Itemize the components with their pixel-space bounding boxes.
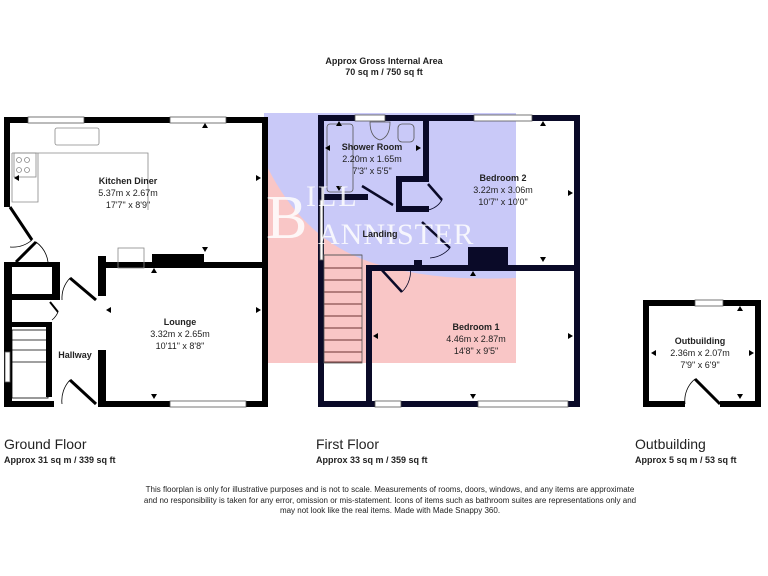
first-floor-doors	[361, 183, 451, 293]
ground-floor-plan	[4, 117, 268, 407]
room-metric: 3.32m x 2.65m	[150, 329, 210, 339]
floor-title: Outbuilding	[635, 436, 706, 452]
disclaimer-line-3: may not look like the real items. Made w…	[279, 506, 501, 515]
room-shower-room: Shower Room 2.20m x 1.65m 7'3" x 5'5"	[342, 142, 403, 176]
svg-text:B: B	[266, 184, 307, 252]
floor-title: First Floor	[316, 436, 379, 452]
room-lounge: Lounge 3.32m x 2.65m 10'11" x 8'8"	[150, 317, 210, 351]
room-name: Bedroom 1	[452, 322, 499, 332]
gross-internal-area: Approx Gross Internal Area 70 sq m / 750…	[0, 56, 768, 78]
outbuilding-caption: Outbuilding Approx 5 sq m / 53 sq ft	[635, 436, 737, 465]
room-imperial: 14'8" x 9'5"	[454, 346, 498, 356]
svg-text:ANNISTER: ANNISTER	[318, 218, 474, 251]
disclaimer-line-2: and no responsibility is taken for any e…	[143, 495, 637, 505]
outbuilding-fixtures	[651, 299, 754, 406]
room-imperial: 10'11" x 8'8"	[156, 341, 205, 351]
gia-total: 70 sq m / 750 sq ft	[345, 67, 423, 77]
svg-text:ILL: ILL	[306, 180, 359, 213]
room-bedroom-1: Bedroom 1 4.46m x 2.87m 14'8" x 9'5"	[446, 322, 506, 356]
room-imperial: 7'3" x 5'5"	[352, 166, 391, 176]
room-metric: 5.37m x 2.67m	[98, 188, 158, 198]
room-metric: 2.36m x 2.07m	[670, 348, 730, 358]
room-bedroom-2: Bedroom 2 3.22m x 3.06m 10'7" x 10'0"	[473, 173, 533, 207]
ground-floor-doors	[8, 206, 98, 406]
gia-title: Approx Gross Internal Area	[325, 56, 443, 66]
room-kitchen-diner: Kitchen Diner 5.37m x 2.67m 17'7" x 8'9"	[98, 176, 158, 210]
room-hallway: Hallway	[58, 350, 92, 360]
room-metric: 2.20m x 1.65m	[342, 154, 402, 164]
room-outbuilding: Outbuilding 2.36m x 2.07m 7'9" x 6'9"	[670, 336, 730, 370]
room-metric: 3.22m x 3.06m	[473, 185, 533, 195]
first-floor-caption: First Floor Approx 33 sq m / 359 sq ft	[316, 436, 428, 465]
ground-floor-arrows	[14, 123, 261, 399]
first-floor-arrows	[325, 121, 573, 399]
room-imperial: 17'7" x 8'9"	[106, 200, 150, 210]
room-imperial: 7'9" x 6'9"	[680, 360, 719, 370]
first-floor-plan	[318, 115, 580, 407]
room-name: Lounge	[164, 317, 197, 327]
room-name: Outbuilding	[675, 336, 725, 346]
ground-floor-fixtures	[4, 116, 247, 408]
floor-area: Approx 5 sq m / 53 sq ft	[635, 455, 737, 465]
disclaimer: This floorplan is only for illustrative …	[100, 485, 680, 517]
room-metric: 4.46m x 2.87m	[446, 334, 506, 344]
watermark-text: B ILL ANNISTER	[266, 180, 474, 252]
room-name: Shower Room	[342, 142, 403, 152]
floor-title: Ground Floor	[4, 436, 87, 452]
room-name: Kitchen Diner	[99, 176, 158, 186]
floor-area: Approx 31 sq m / 339 sq ft	[4, 455, 116, 465]
room-name: Bedroom 2	[479, 173, 526, 183]
floor-area: Approx 33 sq m / 359 sq ft	[316, 455, 428, 465]
room-landing: Landing	[363, 229, 398, 239]
room-name: Landing	[363, 229, 398, 239]
disclaimer-line-1: This floorplan is only for illustrative …	[145, 485, 635, 494]
ground-floor-caption: Ground Floor Approx 31 sq m / 339 sq ft	[4, 436, 116, 465]
room-imperial: 10'7" x 10'0"	[478, 197, 527, 207]
room-name: Hallway	[58, 350, 92, 360]
